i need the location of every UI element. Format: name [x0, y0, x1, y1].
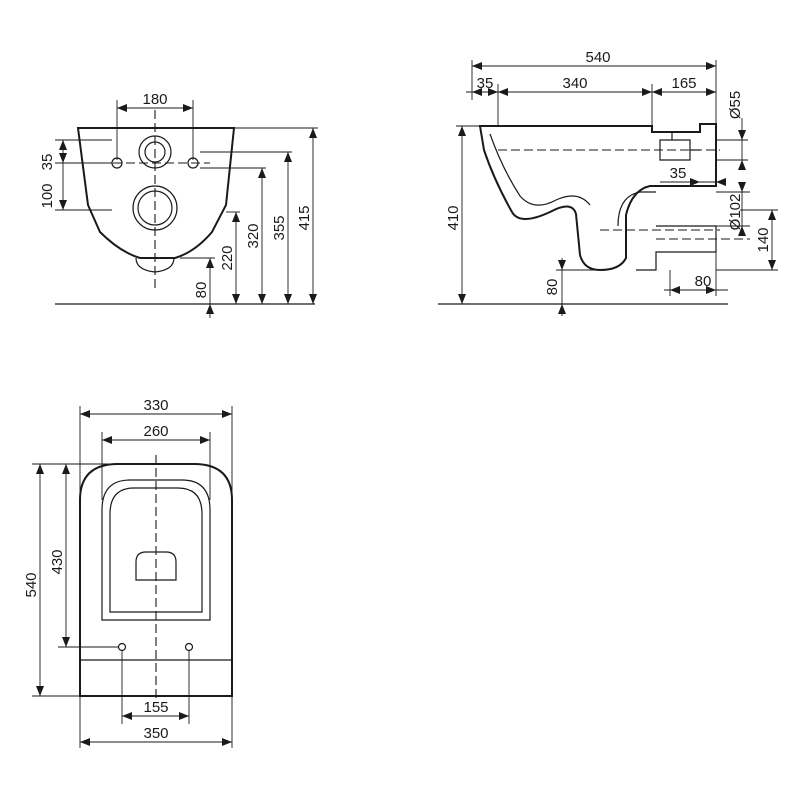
top-dim-540: 540	[23, 572, 40, 597]
arrow-head	[738, 226, 746, 236]
arrow-head	[59, 140, 67, 150]
arrow-head	[309, 128, 317, 138]
arrow-head	[558, 260, 566, 270]
arrow-head	[179, 712, 189, 720]
arrow-head	[232, 294, 240, 304]
arrow-head	[206, 258, 214, 268]
side-outlet-pipe	[636, 225, 717, 271]
top-view: 330 260 540 430 155 350	[23, 397, 233, 748]
arrow-head	[222, 410, 232, 418]
top-dim-430: 430	[49, 549, 66, 574]
side-dim-140: 140	[755, 227, 772, 252]
top-bowl-opening	[135, 551, 177, 581]
arrow-head	[36, 464, 44, 474]
side-trap	[617, 191, 656, 227]
arrow-head	[458, 126, 466, 136]
top-fixing-hole-right	[184, 642, 194, 652]
arrow-head	[222, 738, 232, 746]
arrow-head	[690, 178, 700, 186]
arrow-head	[706, 286, 716, 294]
arrow-head	[59, 200, 67, 210]
front-dim-180: 180	[142, 91, 167, 108]
side-bowl-outline	[478, 123, 717, 272]
top-dim-155: 155	[143, 699, 168, 716]
side-dim-35: 35	[477, 75, 494, 92]
side-dim-340: 340	[562, 75, 587, 92]
front-dim-80: 80	[193, 282, 210, 299]
arrow-head	[670, 286, 680, 294]
arrow-head	[309, 294, 317, 304]
arrow-head	[62, 637, 70, 647]
arrow-head	[498, 88, 508, 96]
side-dim-diameter-102: Ø102	[727, 194, 744, 231]
front-dim-35: 35	[39, 154, 56, 171]
arrow-head	[59, 153, 67, 163]
front-dim-100: 100	[39, 183, 56, 208]
arrow-head	[706, 62, 716, 70]
front-dim-320: 320	[245, 223, 262, 248]
arrow-head	[768, 260, 776, 270]
front-dim-355: 355	[271, 215, 288, 240]
top-dim-330: 330	[143, 397, 168, 414]
arrow-head	[652, 88, 662, 96]
arrow-head	[117, 104, 127, 112]
arrow-head	[80, 738, 90, 746]
arrow-head	[716, 178, 726, 186]
arrow-head	[200, 436, 210, 444]
front-dim-220: 220	[219, 245, 236, 270]
top-fixing-hole-left	[117, 642, 127, 652]
side-inlet-detail	[659, 132, 700, 161]
arrow-head	[284, 294, 292, 304]
side-view: 540 35 340 165 Ø55 35 Ø102	[438, 49, 778, 316]
arrow-head	[102, 436, 112, 444]
arrow-head	[488, 88, 498, 96]
arrow-head	[206, 304, 214, 314]
arrow-head	[472, 88, 482, 96]
top-dim-350: 350	[143, 725, 168, 742]
side-dim-35-lower: 35	[670, 165, 687, 182]
arrow-head	[80, 410, 90, 418]
side-dim-diameter-55: Ø55	[727, 91, 744, 119]
top-outer-outline	[79, 463, 233, 697]
arrow-head	[738, 182, 746, 192]
arrow-head	[183, 104, 193, 112]
arrow-head	[738, 160, 746, 170]
side-dim-540: 540	[585, 49, 610, 66]
arrow-head	[558, 304, 566, 314]
arrow-head	[642, 88, 652, 96]
arrow-head	[458, 294, 466, 304]
arrow-head	[36, 686, 44, 696]
front-body-outline	[76, 127, 236, 259]
arrow-head	[258, 294, 266, 304]
top-dim-260: 260	[143, 423, 168, 440]
top-seat-inner	[109, 487, 203, 613]
top-seat-outer	[101, 479, 211, 621]
side-dim-165: 165	[671, 75, 696, 92]
arrow-head	[768, 210, 776, 220]
front-view: 180 35 100 80 220 320 355	[39, 91, 318, 318]
arrow-head	[122, 712, 132, 720]
arrow-head	[738, 130, 746, 140]
side-dim-80-horizontal: 80	[695, 273, 712, 290]
arrow-head	[472, 62, 482, 70]
arrow-head	[284, 152, 292, 162]
arrow-head	[62, 464, 70, 474]
arrow-head	[232, 212, 240, 222]
front-dim-415: 415	[296, 205, 313, 230]
arrow-head	[258, 168, 266, 178]
side-dim-80-vertical: 80	[544, 279, 561, 296]
arrow-head	[706, 88, 716, 96]
side-rim-inner	[489, 133, 591, 206]
side-dim-410: 410	[445, 205, 462, 230]
